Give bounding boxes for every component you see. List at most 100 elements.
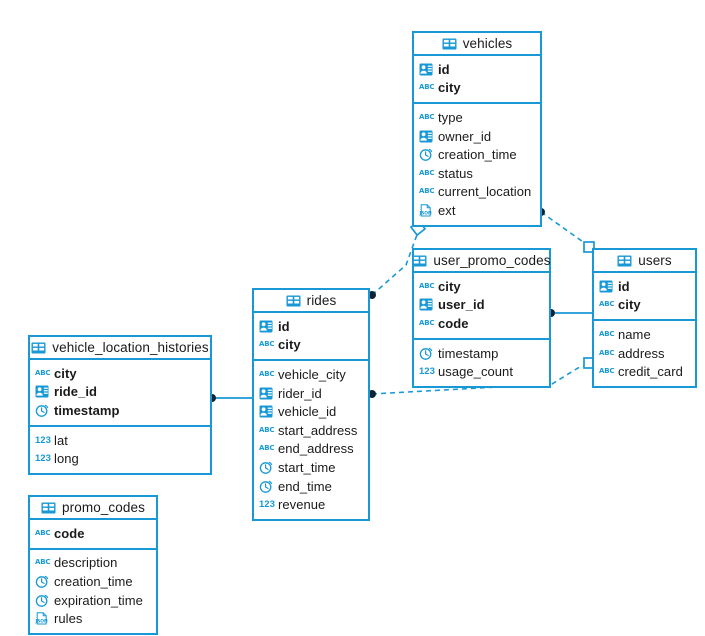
- relationship-line: [540, 211, 587, 245]
- 123-number-icon: 123: [35, 434, 51, 446]
- abc-string-icon: ABC: [599, 367, 615, 376]
- table-header-users[interactable]: users: [594, 250, 695, 273]
- key-id-icon: [35, 385, 49, 398]
- table-header-rides[interactable]: rides: [254, 290, 368, 313]
- table-header-vehicle_location_histories[interactable]: vehicle_location_histories: [30, 337, 210, 360]
- field-label: description: [54, 555, 118, 571]
- relationship-rel-upc-users[interactable]: [547, 309, 592, 317]
- clock-timestamp-icon: [35, 594, 49, 607]
- field-label: end_address: [278, 441, 354, 457]
- field-label: city: [438, 278, 461, 294]
- table-icon: [412, 255, 427, 267]
- field-label: city: [438, 80, 461, 96]
- field-row-user_id[interactable]: user_id: [414, 296, 549, 315]
- field-row-timestamp[interactable]: timestamp: [30, 401, 210, 420]
- abc-string-icon: ABC: [419, 112, 435, 121]
- table-header-vehicles[interactable]: vehicles: [414, 33, 540, 56]
- field-row-expiration_time[interactable]: expiration_time: [30, 591, 156, 610]
- key-id-icon: [419, 63, 433, 76]
- clock-timestamp-icon: [419, 148, 433, 162]
- key-id-icon: [419, 298, 433, 311]
- field-label: creation_time: [54, 573, 133, 589]
- relationship-rel-vlh-rides[interactable]: [208, 394, 252, 402]
- field-label: rider_id: [278, 385, 322, 401]
- field-label: id: [438, 61, 450, 77]
- field-row-id[interactable]: id: [414, 60, 540, 79]
- field-row-end_time[interactable]: end_time: [254, 477, 368, 496]
- abc-string-icon: ABC: [419, 318, 435, 327]
- field-row-timestamp[interactable]: timestamp: [414, 344, 549, 363]
- field-row-owner_id[interactable]: owner_id: [414, 127, 540, 146]
- field-label: user_id: [438, 297, 485, 313]
- field-row-start_time[interactable]: start_time: [254, 458, 368, 477]
- clock-timestamp-icon: [419, 347, 433, 360]
- key-id-icon: [419, 130, 433, 143]
- abc-string-icon: ABC: [259, 369, 275, 378]
- json-document-icon: JSON: [35, 612, 49, 625]
- relationship-rel-rides-users[interactable]: [368, 357, 595, 398]
- abc-string-icon: ABC: [599, 300, 615, 309]
- key-id-icon: [259, 405, 273, 418]
- field-label: long: [54, 451, 79, 467]
- field-row-id[interactable]: id: [594, 277, 695, 296]
- 123-number-icon: 123: [419, 366, 435, 378]
- table-title: user_promo_codes: [433, 253, 551, 268]
- abc-string-icon: ABC: [35, 528, 51, 537]
- field-label: credit_card: [618, 364, 683, 380]
- table-header-user_promo_codes[interactable]: user_promo_codes: [412, 250, 551, 273]
- field-row-creation_time[interactable]: creation_time: [414, 145, 540, 164]
- field-label: creation_time: [438, 147, 517, 163]
- table-title: vehicle_location_histories: [52, 340, 209, 355]
- field-label: current_location: [438, 184, 532, 200]
- table-header-promo_codes[interactable]: promo_codes: [30, 497, 156, 520]
- table-icon: [286, 295, 301, 307]
- field-row-creation_time[interactable]: creation_time: [30, 572, 156, 591]
- clock-timestamp-icon: [35, 575, 49, 588]
- field-row-ride_id[interactable]: ride_id: [30, 383, 210, 402]
- field-label: city: [618, 297, 641, 313]
- relationship-rel-vehicles-users[interactable]: [537, 208, 595, 253]
- json-document-icon: JSON: [419, 204, 433, 217]
- table-icon: [31, 342, 46, 354]
- many-endpoint-dot: [368, 390, 376, 398]
- field-row-id[interactable]: id: [254, 317, 368, 336]
- field-row-rider_id[interactable]: rider_id: [254, 384, 368, 403]
- field-row-vehicle_id[interactable]: vehicle_id: [254, 402, 368, 421]
- field-label: timestamp: [54, 402, 120, 418]
